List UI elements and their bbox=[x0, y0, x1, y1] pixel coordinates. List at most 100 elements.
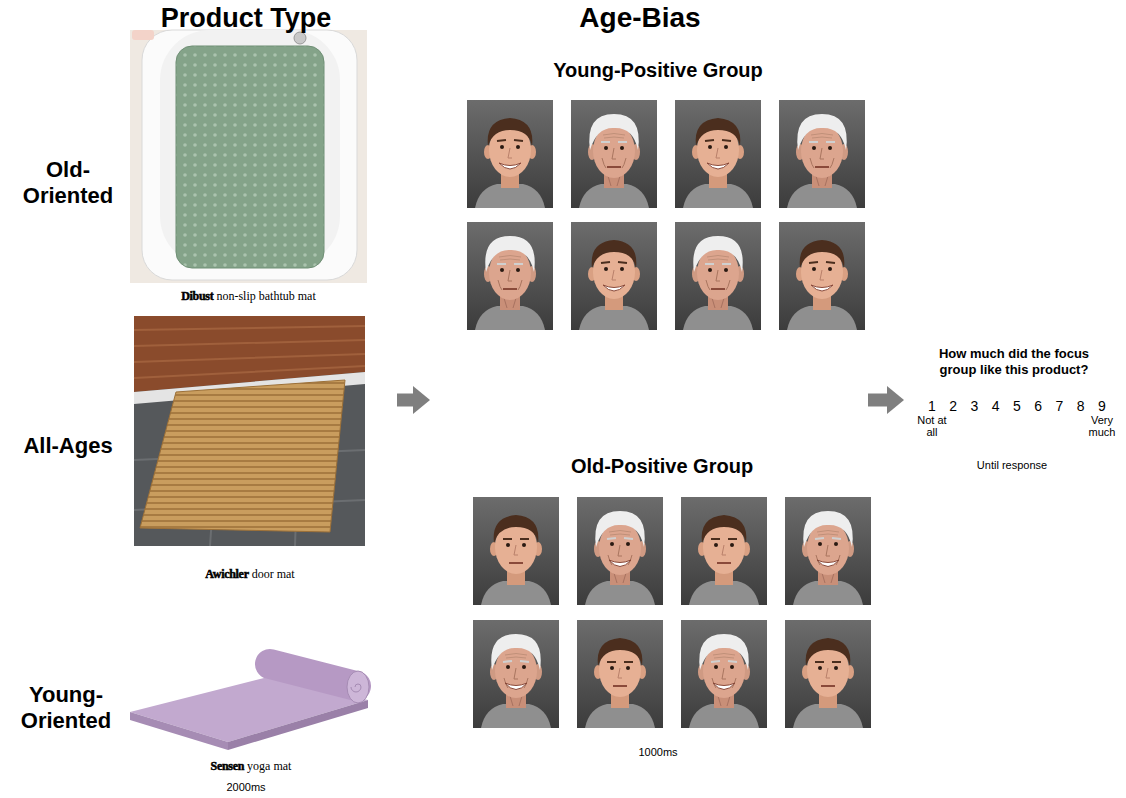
scale-number: 7 bbox=[1056, 398, 1064, 414]
text-slot: Age-Bias bbox=[540, 2, 740, 34]
yoga-mat-picture-part bbox=[270, 664, 356, 686]
old-positive-faces-part bbox=[473, 497, 559, 605]
label-slot: Young-Oriented bbox=[18, 682, 114, 734]
brand-name: Dibust bbox=[181, 289, 213, 303]
flow-arrow bbox=[397, 394, 413, 407]
product-name: door mat bbox=[252, 567, 295, 581]
young-positive-faces bbox=[467, 100, 865, 330]
stage-column: Young-Positive GroupOld-Positive Group Ag… bbox=[432, 0, 866, 798]
product-name: non-slip bathtub mat bbox=[216, 289, 315, 303]
text-slot: 1000ms bbox=[610, 745, 706, 759]
label-slot: 5 bbox=[1009, 398, 1025, 415]
scale-number: 8 bbox=[1077, 398, 1085, 414]
scale-number: 1 bbox=[928, 398, 936, 414]
yoga-mat-picture-part bbox=[130, 712, 228, 750]
scale-number: 6 bbox=[1034, 398, 1042, 414]
young-positive-faces-part bbox=[467, 222, 553, 330]
old-positive-faces-part bbox=[577, 620, 663, 728]
scale-number: 5 bbox=[1013, 398, 1021, 414]
brand-name: Sensen bbox=[211, 759, 245, 773]
label-slot: Old-Oriented bbox=[18, 157, 118, 209]
bathtub-mat-picture-part bbox=[132, 30, 154, 40]
label-slot: 8 bbox=[1073, 398, 1089, 415]
label-slot: 6 bbox=[1030, 398, 1046, 415]
old-positive-faces-part bbox=[577, 497, 663, 605]
timing-note: 2000ms bbox=[226, 781, 265, 793]
door-mat-picture-part bbox=[134, 316, 365, 546]
door-mat-picture bbox=[134, 316, 365, 546]
flow-arrow bbox=[868, 394, 887, 407]
label-slot: Not at all bbox=[911, 414, 953, 438]
young-positive-faces-part bbox=[675, 100, 761, 208]
product-caption: Dibustnon-slip bathtub mat bbox=[130, 289, 367, 304]
text-slot: 2000ms bbox=[196, 780, 296, 794]
text-slot: Until response bbox=[962, 458, 1062, 472]
young-positive-faces-part bbox=[779, 100, 865, 208]
scale-number: 2 bbox=[949, 398, 957, 414]
row-label: Old-Oriented bbox=[23, 157, 113, 208]
question-text: How much did the focus group like this p… bbox=[939, 346, 1089, 377]
row-label: All-Ages bbox=[23, 433, 112, 458]
product-panel: Sensenyoga mat bbox=[125, 645, 377, 777]
label-slot: All-Ages bbox=[18, 433, 118, 459]
bathtub-mat-picture-part bbox=[294, 32, 306, 44]
label-slot: 4 bbox=[988, 398, 1004, 415]
timing-note: Until response bbox=[977, 459, 1047, 471]
scale-anchor: Very much bbox=[1089, 414, 1116, 438]
row-label: Young-Oriented bbox=[21, 682, 111, 733]
young-positive-faces-part bbox=[779, 222, 865, 330]
product-caption: Sensenyoga mat bbox=[125, 759, 377, 774]
text-slot: Young-Positive Group bbox=[458, 58, 858, 82]
yoga-mat-picture-part bbox=[228, 700, 368, 750]
text-slot: Old-Positive Group bbox=[462, 454, 862, 478]
door-mat-picture-part bbox=[140, 380, 345, 532]
bathtub-mat-picture-part bbox=[176, 46, 324, 268]
young-positive-faces-part bbox=[571, 100, 657, 208]
label-slot: 3 bbox=[967, 398, 983, 415]
text-slot: How much did the focus group like this p… bbox=[919, 346, 1109, 378]
young-positive-faces-part bbox=[571, 222, 657, 330]
old-positive-faces-part bbox=[681, 620, 767, 728]
heading: Old-Positive Group bbox=[571, 455, 753, 477]
scale-number: 4 bbox=[992, 398, 1000, 414]
young-positive-faces-part bbox=[467, 100, 553, 208]
heading: Product Type bbox=[161, 3, 332, 33]
product-name: yoga mat bbox=[247, 759, 291, 773]
yoga-mat-picture-part bbox=[347, 671, 369, 703]
label-slot: 9 bbox=[1094, 398, 1110, 415]
label-slot: 7 bbox=[1052, 398, 1068, 415]
door-mat-picture-part bbox=[134, 326, 365, 378]
face-group: Young-Positive Group bbox=[458, 56, 858, 336]
label-slot: Very much bbox=[1082, 414, 1122, 438]
yoga-mat-picture-part bbox=[351, 684, 361, 692]
face-group: Old-Positive Group bbox=[462, 452, 862, 734]
rating-panel: How much did the focus group like this p… bbox=[906, 340, 1120, 480]
young-positive-faces-part bbox=[675, 222, 761, 330]
old-positive-faces bbox=[473, 497, 871, 728]
bathtub-mat-picture bbox=[130, 30, 367, 283]
scale-number: 9 bbox=[1098, 398, 1106, 414]
old-positive-faces-part bbox=[785, 497, 871, 605]
product-panel: Awichler door mat bbox=[132, 314, 368, 586]
old-positive-faces-part bbox=[681, 497, 767, 605]
scale-number: 3 bbox=[971, 398, 979, 414]
timing-note: 1000ms bbox=[638, 746, 677, 758]
brand-name: Awichler bbox=[205, 567, 248, 581]
label-slot: 1 bbox=[924, 398, 940, 415]
yoga-mat-picture bbox=[130, 664, 369, 750]
product-caption: Awichler door mat bbox=[132, 567, 368, 582]
text-slot: Product Type bbox=[130, 2, 362, 34]
heading: Age-Bias bbox=[579, 2, 700, 33]
bathtub-mat-picture-part bbox=[142, 30, 357, 280]
old-positive-faces-part bbox=[473, 620, 559, 728]
heading: Young-Positive Group bbox=[553, 59, 763, 81]
stage-column: Dibustnon-slip bathtub matAwichler door m… bbox=[10, 0, 395, 798]
label-slot: 2 bbox=[945, 398, 961, 415]
product-panel: Dibustnon-slip bathtub mat bbox=[130, 30, 367, 306]
old-positive-faces-part bbox=[785, 620, 871, 728]
bathtub-mat-picture-part bbox=[130, 30, 367, 283]
